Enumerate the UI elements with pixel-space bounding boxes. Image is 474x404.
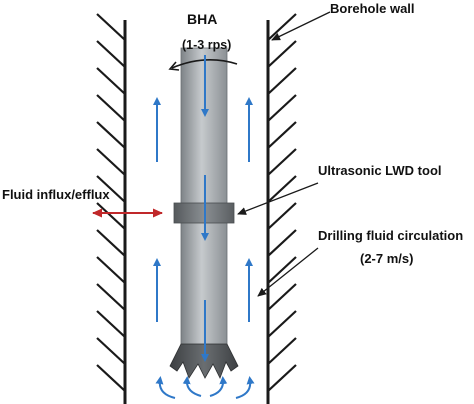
hatch-line — [96, 364, 126, 392]
hatch-line — [96, 202, 126, 230]
bit-flow-arrows — [155, 376, 255, 399]
hatch-line — [267, 13, 297, 41]
circulation-label: Drilling fluid circulation — [318, 228, 463, 243]
borehole-wall-label: Borehole wall — [330, 1, 415, 16]
hatch-line — [267, 67, 297, 95]
hatch-line — [267, 40, 297, 68]
bha-label: BHA — [187, 11, 217, 27]
wall-hatching-left — [96, 13, 126, 392]
hatch-line — [267, 121, 297, 149]
circulation-leader — [257, 247, 319, 297]
lwd-tool-label: Ultrasonic LWD tool — [318, 163, 442, 178]
hatch-line — [96, 40, 126, 68]
hatch-line — [96, 337, 126, 365]
hatch-line — [267, 310, 297, 338]
hatch-line — [96, 229, 126, 257]
hatch-line — [96, 67, 126, 95]
lwd-tool-leader — [237, 182, 319, 215]
hatch-line — [96, 13, 126, 41]
hatch-line — [267, 175, 297, 203]
wall-hatching-right — [267, 13, 297, 392]
curved-flow-arrow — [182, 376, 202, 397]
borehole-wall-right — [266, 13, 297, 404]
hatch-line — [267, 283, 297, 311]
hatch-line — [267, 364, 297, 392]
hatch-line — [96, 148, 126, 176]
hatch-line — [96, 256, 126, 284]
hatch-line — [267, 202, 297, 230]
fluid-influx-label: Fluid influx/efflux — [2, 187, 110, 202]
hatch-line — [96, 94, 126, 122]
hatch-line — [267, 229, 297, 257]
curved-flow-arrow — [155, 376, 176, 399]
curved-flow-arrow — [209, 376, 228, 397]
hatch-line — [96, 283, 126, 311]
circulation-speed-label: (2-7 m/s) — [360, 251, 413, 266]
borehole-wall-leader — [271, 11, 331, 41]
hatch-line — [267, 256, 297, 284]
borehole-wall-left — [96, 13, 127, 404]
rotation-arrowhead — [168, 61, 180, 71]
hatch-line — [267, 148, 297, 176]
hatch-line — [96, 121, 126, 149]
hatch-line — [96, 175, 126, 203]
hatch-line — [96, 310, 126, 338]
hatch-line — [267, 94, 297, 122]
rotation-speed-label: (1-3 rps) — [182, 38, 231, 52]
hatch-line — [267, 337, 297, 365]
curved-flow-arrow — [235, 376, 255, 399]
annular-flow-arrows — [153, 97, 253, 322]
